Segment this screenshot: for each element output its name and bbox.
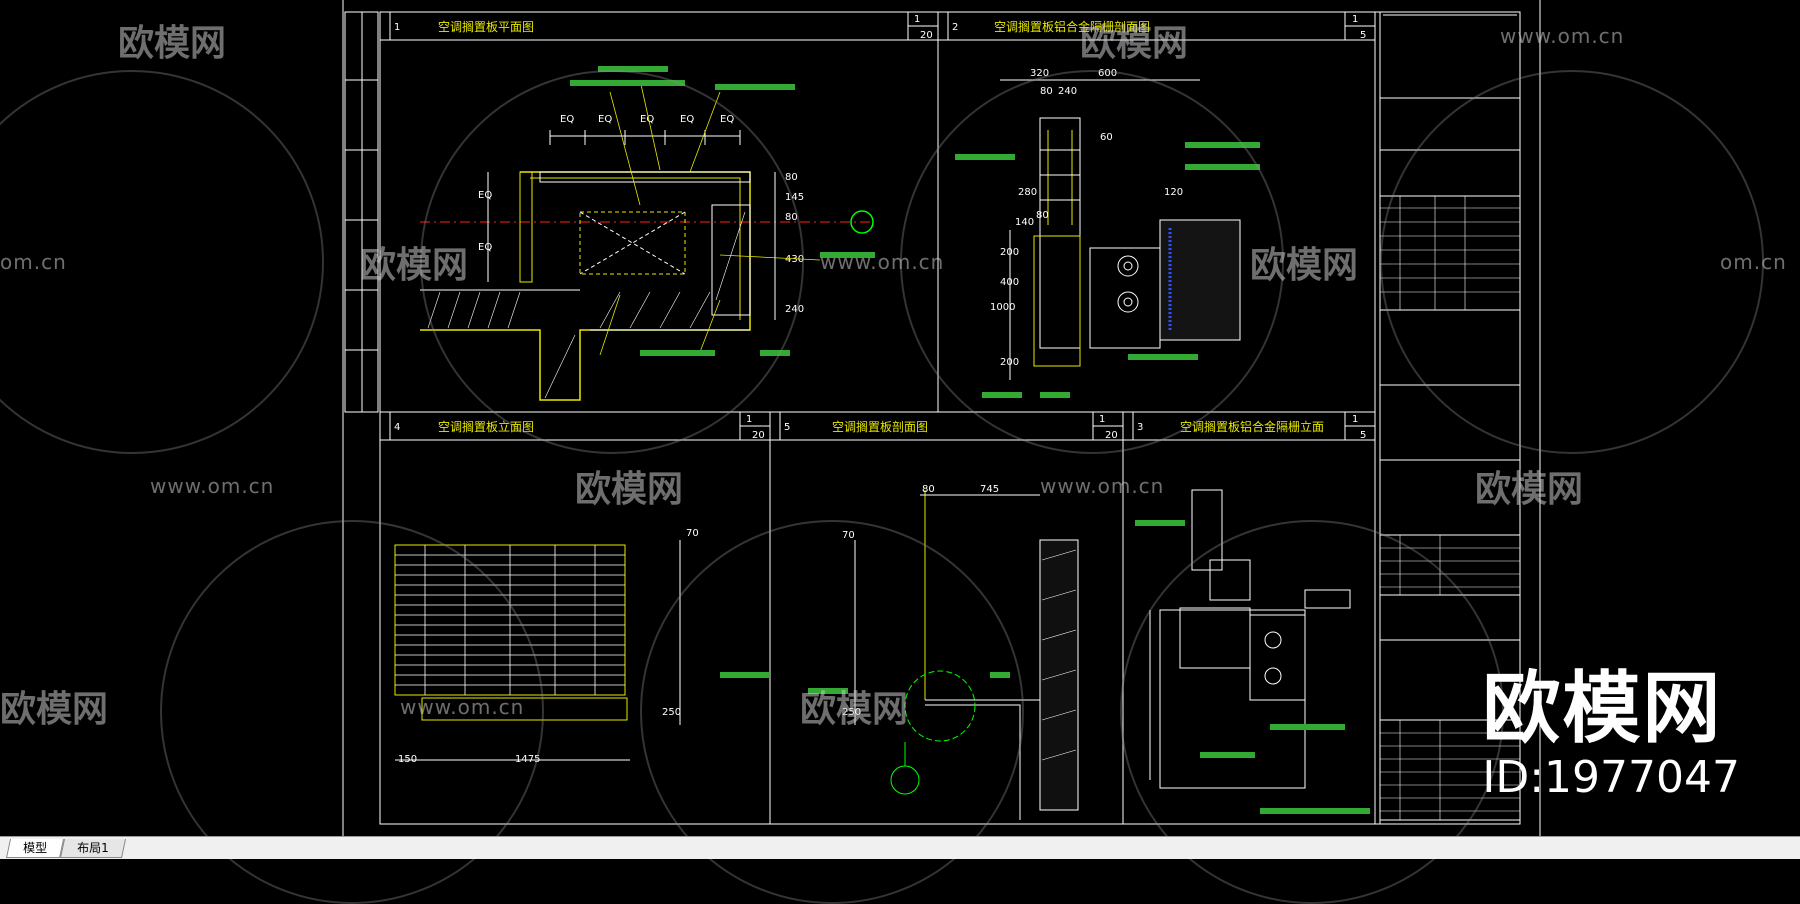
panel-4-scale-bottom: 20 xyxy=(752,430,765,441)
watermark-url: www.om.cn xyxy=(1500,24,1625,48)
watermark-url: www.om.cn xyxy=(820,250,945,274)
watermark-url: om.cn xyxy=(0,250,67,274)
watermark-logo: 欧模网 xyxy=(0,689,109,730)
watermark-logo: 欧模网 xyxy=(800,689,909,730)
watermark-url: www.om.cn xyxy=(1040,474,1165,498)
watermark-logo: 欧模网 xyxy=(1080,23,1189,64)
watermark-ring xyxy=(1380,70,1764,454)
panel-2-num: 2 xyxy=(952,22,958,33)
tab-model[interactable]: 模型 xyxy=(5,839,65,858)
panel-5-title: 空调搁置板剖面图 xyxy=(832,419,928,434)
layout-tab-bar: 模型 布局1 xyxy=(0,836,1800,859)
watermark-ring xyxy=(420,70,804,454)
panel-4-scale-top: 1 xyxy=(746,414,752,425)
panel-5-num: 5 xyxy=(784,422,790,433)
brand-logo: 欧模网 xyxy=(1482,664,1723,754)
sect-dim-320: 320 xyxy=(1030,68,1049,79)
watermark-url: www.om.cn xyxy=(150,474,275,498)
watermark-url: www.om.cn xyxy=(400,695,525,719)
panel-4-num: 4 xyxy=(394,422,400,433)
brand-id: ID:1977047 xyxy=(1482,752,1740,803)
watermark-logo: 欧模网 xyxy=(360,245,469,286)
watermark-url: om.cn xyxy=(1720,250,1787,274)
panel-1-title: 空调搁置板平面图 xyxy=(438,19,534,34)
plan-dim-80: 80 xyxy=(785,172,798,183)
panel-3-title: 空调搁置板铝合金隔栅立面 xyxy=(1180,419,1324,434)
watermark-logo: 欧模网 xyxy=(118,23,227,64)
panel-2-title: 空调搁置板铝合金隔栅剖面图 xyxy=(994,19,1150,34)
sect5-dim-745: 745 xyxy=(980,484,999,495)
panel-3-scale-top: 1 xyxy=(1352,414,1358,425)
tab-layout1[interactable]: 布局1 xyxy=(59,839,126,858)
panel-2-scale-top: 1 xyxy=(1352,14,1358,25)
panel-1-scale-bottom: 20 xyxy=(920,30,933,41)
tab-layout1-label: 布局1 xyxy=(77,841,109,855)
watermark-ring xyxy=(900,70,1284,454)
brand-watermark: 欧模网 ID:1977047 xyxy=(1482,670,1740,800)
plan-dim-145: 145 xyxy=(785,192,804,203)
elev-dim-70: 70 xyxy=(686,528,699,539)
tab-model-label: 模型 xyxy=(23,841,48,855)
panel-2-scale-bottom: 5 xyxy=(1360,30,1366,41)
panel-1-scale-top: 1 xyxy=(914,14,920,25)
watermark-logo: 欧模网 xyxy=(1250,245,1359,286)
panel-1-num: 1 xyxy=(394,22,400,33)
watermark-logo: 欧模网 xyxy=(1475,469,1584,510)
watermark-logo: 欧模网 xyxy=(575,469,684,510)
panel-3-scale-bottom: 5 xyxy=(1360,430,1366,441)
sect5-dim-80: 80 xyxy=(922,484,935,495)
